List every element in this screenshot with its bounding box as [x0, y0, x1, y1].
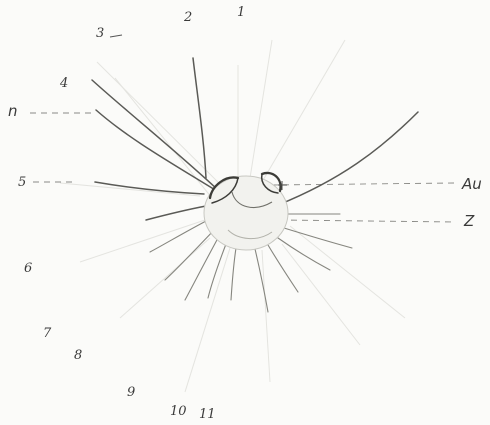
ray-label-7: 7	[43, 327, 51, 340]
ray-label-2: 2	[184, 11, 192, 24]
faint-ray	[60, 183, 200, 196]
leader-3	[110, 35, 122, 37]
faint-ray	[290, 226, 405, 318]
ray	[284, 228, 352, 248]
faint-ray	[250, 40, 272, 178]
cell-body	[204, 176, 288, 250]
faint-ray	[185, 248, 230, 392]
faint-ray	[262, 250, 270, 382]
ray-label-1: 1	[237, 6, 245, 19]
ray	[231, 248, 236, 300]
ray-label-5: 5	[18, 176, 26, 189]
ray-label-8: 8	[74, 349, 82, 362]
ray	[146, 206, 206, 220]
ray-label-4: 4	[60, 77, 68, 90]
ray	[92, 80, 218, 190]
ray	[193, 58, 206, 178]
ray-label-10: 10	[170, 405, 187, 418]
ray-label-11: 11	[199, 408, 216, 421]
faint-ray	[282, 244, 360, 345]
ray-label-3: 3	[96, 27, 104, 40]
ray	[278, 238, 330, 270]
faint-ray	[80, 220, 205, 262]
ray	[278, 112, 418, 205]
faint-ray	[262, 40, 345, 182]
structure-label-au: Au	[462, 177, 482, 192]
ray	[185, 238, 218, 300]
structure-label-z: Z	[464, 214, 474, 229]
ray	[165, 230, 214, 280]
ray-label-6: 6	[24, 262, 32, 275]
ray	[268, 245, 298, 292]
leader-Au	[272, 183, 455, 185]
ray-label-9: 9	[127, 386, 135, 399]
ray	[255, 249, 268, 312]
leader-Z	[280, 220, 455, 222]
structure-label-n: n	[8, 104, 18, 119]
ray	[96, 110, 225, 196]
